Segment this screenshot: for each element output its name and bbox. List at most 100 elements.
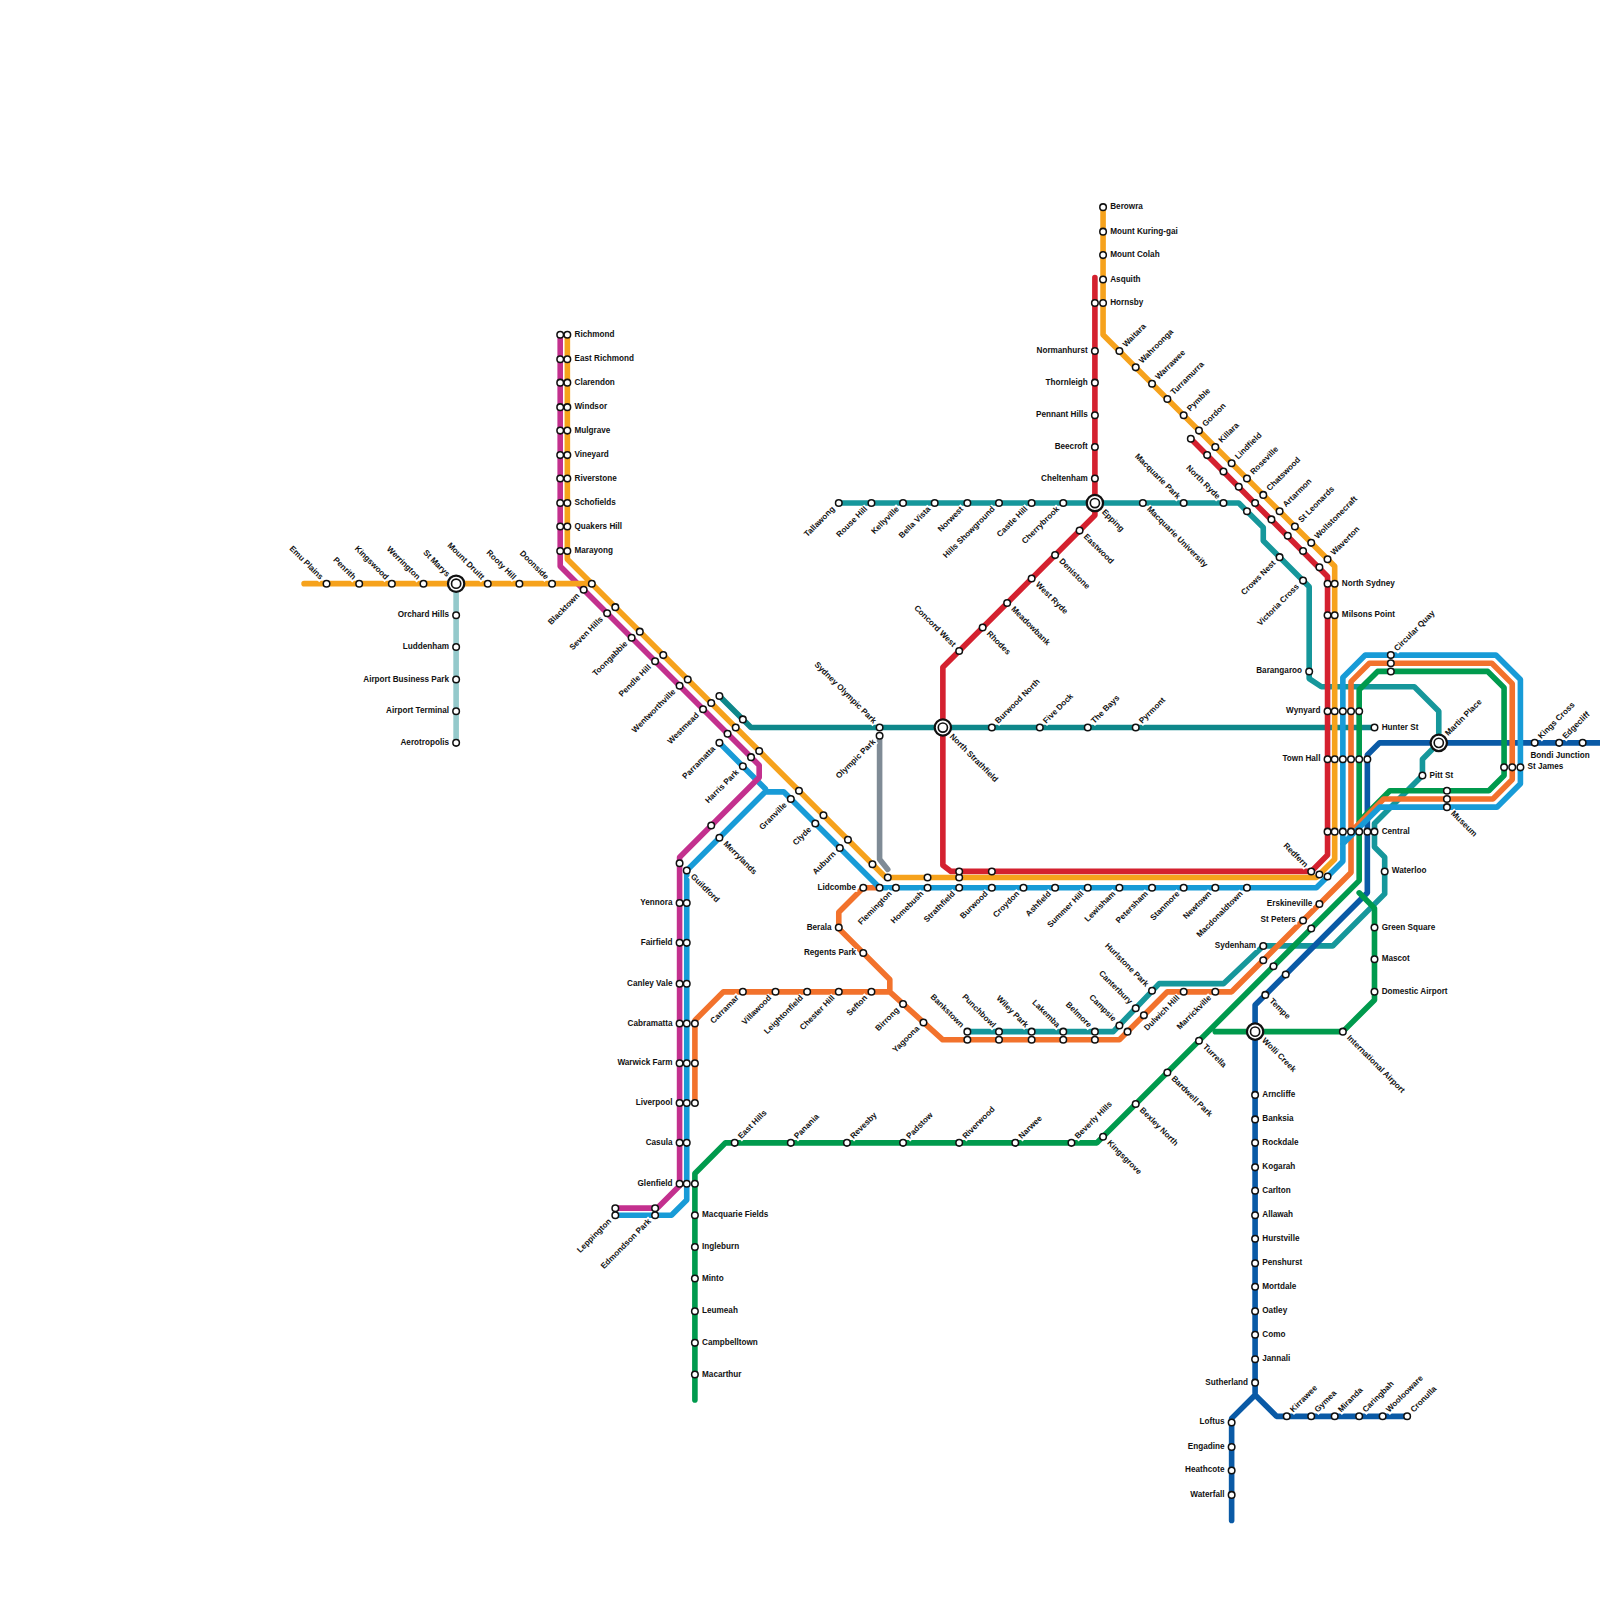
station-label: Lakemba <box>1030 998 1062 1030</box>
station-dot <box>1100 276 1107 283</box>
station-dot <box>708 822 715 829</box>
station-label: Sydenham <box>1214 942 1257 950</box>
station-dot <box>453 676 460 683</box>
station-dot <box>564 379 571 386</box>
station-dot <box>1220 500 1227 507</box>
station-label: Padstow <box>905 1110 936 1141</box>
station-label: Heathcote <box>1184 1466 1226 1474</box>
station-label: Leppington <box>575 1217 614 1256</box>
station-label: Como <box>1261 1331 1286 1339</box>
station-label: Auburn <box>811 849 839 877</box>
station-dot <box>876 884 883 891</box>
station-label: Sutherland <box>1204 1379 1249 1387</box>
station-dot <box>989 884 996 891</box>
station-dot <box>964 1037 971 1044</box>
station-label: Regents Park <box>803 949 857 957</box>
station-label: Kogarah <box>1261 1163 1296 1171</box>
station-label: Emu Plains <box>287 544 325 582</box>
station-dot <box>956 884 963 891</box>
station-dot <box>1419 772 1426 779</box>
station-label: Lewisham <box>1083 889 1118 924</box>
station-dot <box>683 940 690 947</box>
station-label: Canley Vale <box>626 980 673 988</box>
station-dot <box>1331 1413 1338 1420</box>
station-label: Fairfield <box>640 939 674 947</box>
station-label: Riverwood <box>961 1105 998 1142</box>
station-label: Pyrmont <box>1137 695 1168 726</box>
station-dot <box>692 1371 699 1378</box>
station-label: Olympic Park <box>834 737 878 781</box>
station-label: Schofields <box>573 499 616 507</box>
station-dot <box>1331 612 1338 619</box>
station-label: Mulgrave <box>573 427 611 435</box>
station-dot <box>652 1205 659 1212</box>
station-dot <box>676 900 683 907</box>
station-dot <box>1180 884 1187 891</box>
station-dot <box>1090 498 1099 507</box>
station-dot <box>1579 740 1586 747</box>
station-label: Hunter St <box>1381 723 1420 731</box>
station-dot <box>676 1100 683 1107</box>
station-dot <box>557 331 564 338</box>
station-dot <box>1212 989 1219 996</box>
station-label: Arncliffe <box>1261 1091 1296 1099</box>
station-dot <box>1444 788 1451 795</box>
station-dot <box>1379 1413 1386 1420</box>
station-dot <box>1324 756 1331 763</box>
station-dot <box>1228 460 1235 467</box>
station-dot <box>893 884 900 891</box>
station-label: Quakers Hill <box>573 522 623 530</box>
station-label: Waterloo <box>1391 867 1428 875</box>
station-dot <box>1252 1356 1259 1363</box>
rail-line <box>880 736 888 870</box>
station-dot <box>1308 925 1315 932</box>
station-dot <box>924 874 931 881</box>
station-dot <box>1228 1492 1235 1499</box>
station-dot <box>564 356 571 363</box>
station-dot <box>788 796 795 803</box>
station-dot <box>1324 612 1331 619</box>
station-label: Merrylands <box>721 839 759 877</box>
station-dot <box>564 475 571 482</box>
station-label: Bexley North <box>1137 1106 1180 1149</box>
station-dot <box>1324 828 1331 835</box>
station-dot <box>683 867 690 874</box>
station-label: Strathfield <box>922 889 958 925</box>
station-dot <box>676 860 683 867</box>
station-dot <box>1116 884 1123 891</box>
station-dot <box>836 989 843 996</box>
station-dot <box>557 427 564 434</box>
station-dot <box>1431 735 1447 751</box>
station-label: North Strathfield <box>947 732 1000 785</box>
station-dot <box>1260 943 1267 950</box>
station-dot <box>804 989 811 996</box>
station-label: Warwick Farm <box>616 1059 673 1067</box>
station-dot <box>1149 988 1156 995</box>
station-dot <box>683 900 690 907</box>
station-dot <box>692 1020 699 1027</box>
station-label: Mascot <box>1381 955 1411 963</box>
station-label: Pymble <box>1185 386 1213 414</box>
station-dot <box>1252 1212 1259 1219</box>
station-dot <box>788 1140 795 1147</box>
station-dot <box>1028 500 1035 507</box>
station-label: Granville <box>757 800 789 832</box>
station-label: Tempe <box>1267 996 1292 1021</box>
station-dot <box>996 500 1003 507</box>
station-dot <box>453 708 460 715</box>
station-dot <box>612 1205 619 1212</box>
station-dot <box>1100 204 1107 211</box>
station-dot <box>1364 828 1371 835</box>
station-label: Kingsgrove <box>1105 1138 1144 1177</box>
station-dot <box>740 989 747 996</box>
station-label: Croydon <box>991 889 1022 920</box>
station-dot <box>1283 1413 1290 1420</box>
station-dot <box>589 580 596 587</box>
station-label: East Richmond <box>573 355 634 363</box>
station-dot <box>1247 1023 1263 1039</box>
station-label: Revesby <box>848 1110 879 1141</box>
station-label: Waterfall <box>1189 1491 1225 1499</box>
station-dot <box>812 820 819 827</box>
